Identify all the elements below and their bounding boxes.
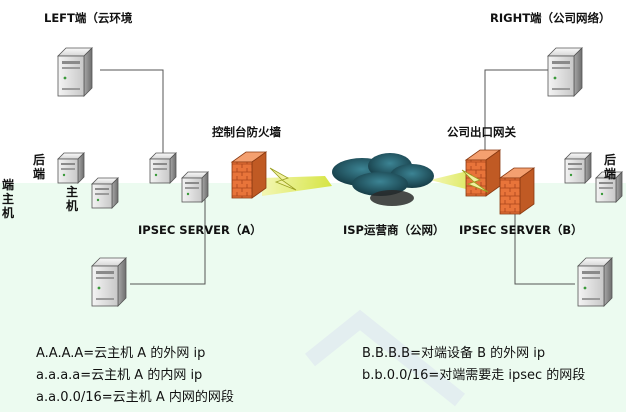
firewall-icon: [499, 167, 535, 215]
cloud-icon: [332, 153, 434, 206]
left-edge-host-label: 端主机: [2, 178, 15, 220]
watermark-mark: [305, 309, 465, 407]
firewall-icon: [231, 151, 267, 199]
ipsec-server-b-label: IPSEC SERVER（B）: [459, 223, 583, 237]
link-top-left-server: [100, 69, 164, 158]
link-ipsec-b-server: [514, 190, 575, 285]
link-ipsec-a-server: [130, 192, 206, 285]
right-site-title: RIGHT端（公司网络）: [490, 11, 611, 25]
server-icon: [577, 257, 613, 307]
server-icon: [57, 152, 85, 184]
server-icon: [57, 47, 93, 97]
ipsec-server-a-label: IPSEC SERVER（A）: [138, 223, 262, 237]
server-icon: [149, 152, 177, 184]
note-left-2: a.a.a.a=云主机 A 的内网 ip: [36, 368, 203, 383]
note-left-3: a.a.0.0/16=云主机 A 内网的网段: [36, 390, 234, 405]
right-backend-label: 后端: [604, 153, 617, 181]
upper-zone: [0, 0, 626, 183]
server-icon: [91, 177, 119, 209]
note-right-1: B.B.B.B=对端设备 B 的外网 ip: [362, 346, 546, 361]
note-left-1: A.A.A.A=云主机 A 的外网 ip: [36, 346, 206, 361]
isp-label: ISP运营商（公网）: [343, 223, 445, 237]
left-site-title: LEFT端（云环境: [44, 11, 133, 25]
server-icon: [91, 257, 127, 307]
tunnel-beam-left: [262, 176, 332, 196]
company-gateway-label: 公司出口网关: [447, 125, 516, 139]
link-top-right-server: [484, 69, 548, 158]
note-right-2: b.b.0.0/16=对端需要走 ipsec 的网段: [362, 368, 586, 383]
left-backend-label: 后端: [33, 153, 46, 181]
left-host-label: 主机: [66, 185, 79, 213]
console-firewall-label: 控制台防火墙: [212, 125, 281, 139]
server-icon: [181, 171, 209, 203]
server-icon: [564, 152, 592, 184]
link-lines: [100, 69, 575, 285]
server-icon: [547, 47, 583, 97]
